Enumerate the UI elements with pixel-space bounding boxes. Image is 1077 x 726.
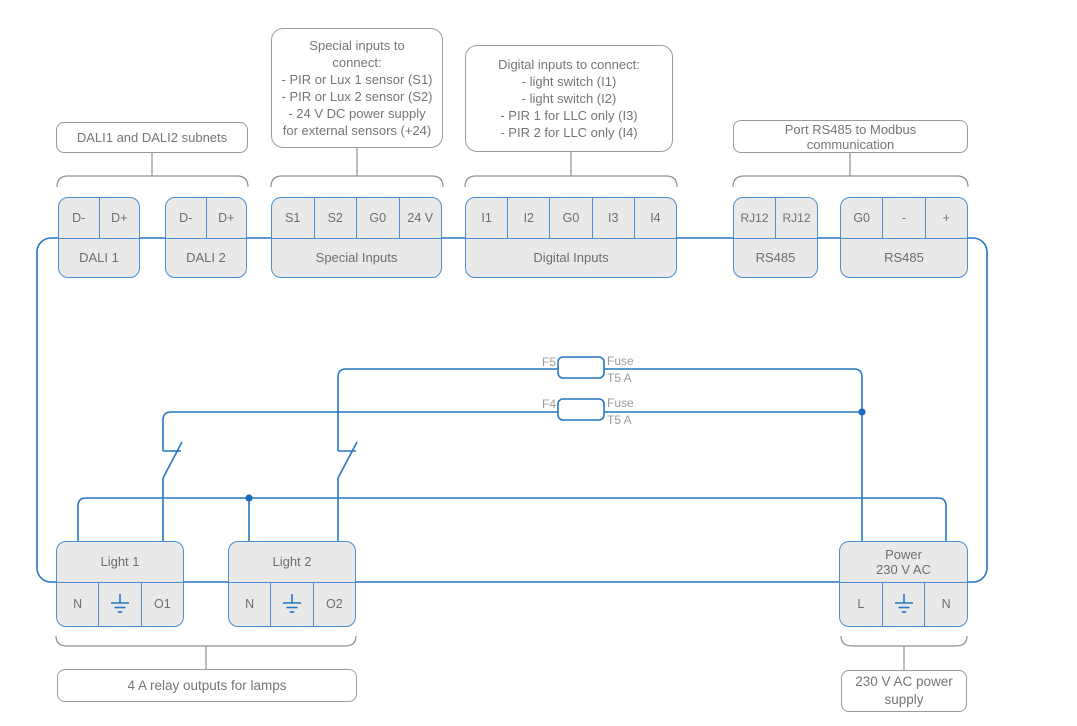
power-block: Power 230 V AC L N: [839, 541, 968, 627]
block-label: Light 1: [57, 542, 183, 583]
terminal-n: N: [245, 597, 255, 612]
fuse-f4-type: Fuse: [607, 396, 634, 410]
note-line: for external sensors (+24): [282, 123, 432, 138]
group-brackets: [55, 148, 969, 670]
bracket-special: [270, 175, 444, 188]
terminal-24v: 24 V: [398, 198, 442, 238]
block-label: Light 2: [229, 542, 355, 583]
relay-switch-2-icon: [337, 441, 358, 541]
block-label: RS485: [884, 250, 924, 265]
note-text: DALI1 and DALI2 subnets: [76, 130, 228, 145]
terminal-o1: O1: [140, 582, 183, 626]
relay-switch-1-icon: [162, 441, 183, 541]
note-line: connect:: [332, 55, 382, 70]
note-special-inputs: Special inputs to connect: - PIR or Lux …: [271, 28, 443, 148]
bracket-relay-outputs: [55, 635, 357, 647]
terminal-plus: +: [924, 198, 967, 238]
terminal-i2: I2: [507, 198, 549, 238]
block-label: RS485: [755, 250, 796, 265]
terminal-d-minus: D-: [72, 211, 86, 225]
block-label: Digital Inputs: [533, 250, 609, 265]
fuse4-wire: [162, 411, 862, 451]
note-text: Port RS485 to Modbus communication: [784, 121, 917, 152]
terminal-s1: S1: [285, 211, 301, 225]
terminal-g0: G0: [853, 211, 870, 225]
note-line: Special inputs to: [309, 38, 405, 53]
junction-dot: [858, 408, 866, 416]
fuse-f4-name: F4: [541, 397, 556, 411]
fuse-f5-name: F5: [541, 355, 556, 369]
block-label: Special Inputs: [315, 250, 398, 265]
terminal-d-plus: D+: [205, 198, 247, 238]
note-relay-outputs: 4 A relay outputs for lamps: [57, 669, 357, 702]
note-text: 4 A relay outputs for lamps: [127, 678, 287, 693]
terminal-d-minus: D-: [179, 211, 193, 225]
terminal-i1: I1: [481, 211, 492, 225]
earth-ground-icon: [881, 582, 925, 626]
light1-block: Light 1 N O1: [56, 541, 184, 627]
terminal-s2: S2: [313, 198, 357, 238]
note-line: - PIR 1 for LLC only (I3): [500, 108, 638, 123]
terminal-n: N: [73, 597, 83, 612]
terminal-d-plus: D+: [98, 198, 140, 238]
note-line: - light switch (I2): [521, 91, 617, 106]
note-line: - light switch (I1): [521, 74, 617, 89]
terminal-n: N: [924, 582, 967, 626]
block-label-line2: 230 V AC: [876, 561, 931, 577]
neutral-bus-wire: [77, 497, 947, 541]
fuse5-wire: [337, 368, 863, 541]
bracket-power: [840, 635, 968, 647]
dali1-block: D- D+ DALI 1: [58, 197, 140, 278]
note-line: - 24 V DC power supply: [288, 106, 426, 121]
device-outline: [36, 237, 988, 583]
terminal-l: L: [857, 597, 865, 612]
junction-dot: [245, 494, 253, 502]
note-line: Digital inputs to connect:: [498, 57, 640, 72]
light2-block: Light 2 N O2: [228, 541, 356, 627]
digital-inputs-block: I1 I2 G0 I3 I4 Digital Inputs: [465, 197, 677, 278]
terminal-o2: O2: [312, 582, 355, 626]
note-line: - PIR or Lux 1 sensor (S1): [281, 72, 433, 87]
rs485-wire-block: G0 - + RS485: [840, 197, 968, 278]
fuse-f4-icon: [557, 398, 605, 421]
terminal-minus: -: [882, 198, 924, 238]
block-label: DALI 2: [186, 250, 226, 265]
block-label-line1: Power: [885, 546, 922, 562]
note-230v-supply: 230 V AC power supply: [841, 670, 967, 712]
rs485-rj12-block: RJ12 RJ12 RS485: [733, 197, 818, 278]
terminal-g0: G0: [549, 198, 591, 238]
terminal-i3: I3: [591, 198, 634, 238]
earth-ground-icon: [270, 582, 312, 626]
note-rs485-modbus: Port RS485 to Modbus communication: [733, 120, 968, 153]
terminal-rj12: RJ12: [740, 211, 769, 225]
note-digital-inputs: Digital inputs to connect: - light switc…: [465, 45, 673, 152]
note-line: - PIR or Lux 2 sensor (S2): [281, 89, 433, 104]
terminal-i4: I4: [633, 198, 676, 238]
note-line: - PIR 2 for LLC only (I4): [500, 125, 638, 140]
bracket-rs485: [732, 175, 969, 188]
dali2-block: D- D+ DALI 2: [165, 197, 247, 278]
fuse-f4-rating: T5 A: [607, 413, 632, 427]
fuse-f5-rating: T5 A: [607, 371, 632, 385]
note-text: 230 V AC power supply: [855, 674, 953, 707]
bracket-digital: [464, 175, 678, 188]
block-label: DALI 1: [79, 250, 119, 265]
fuse-f5-icon: [557, 356, 605, 379]
earth-ground-icon: [98, 582, 140, 626]
special-inputs-block: S1 S2 G0 24 V Special Inputs: [271, 197, 442, 278]
terminal-g0: G0: [356, 198, 399, 238]
bracket-dali: [56, 175, 249, 188]
note-dali-subnets: DALI1 and DALI2 subnets: [56, 122, 248, 153]
terminal-rj12: RJ12: [775, 198, 817, 238]
fuse-f5-type: Fuse: [607, 354, 634, 368]
